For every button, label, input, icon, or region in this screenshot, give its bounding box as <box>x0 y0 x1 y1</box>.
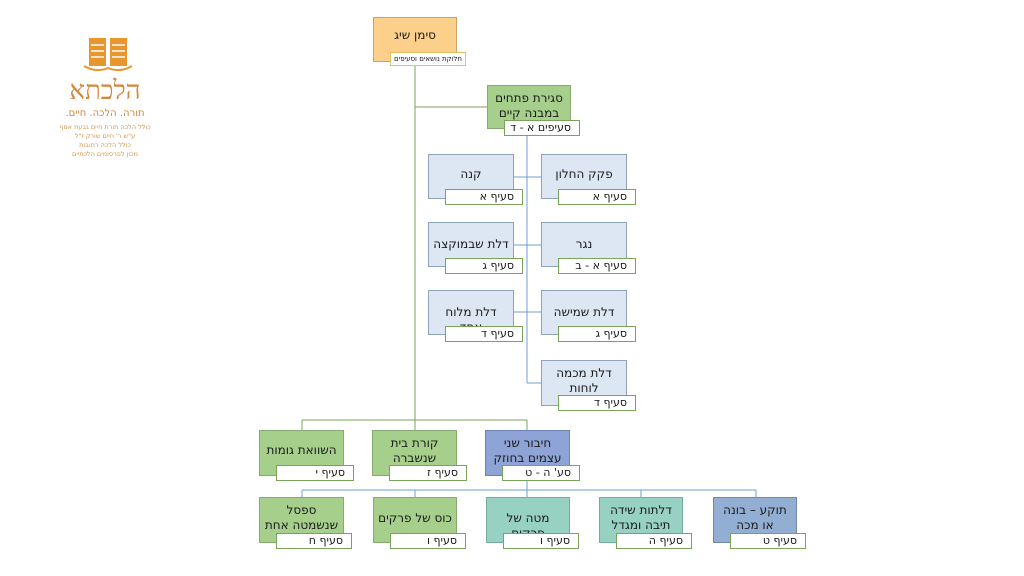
node-title: דלת שמישה <box>553 305 615 319</box>
node-inserting[interactable]: תוקע – בונה או מכה בפטיש סעיף ט <box>713 497 806 549</box>
node-reed[interactable]: קנה סעיף א <box>428 154 523 205</box>
node-title: השוואת גומות <box>266 443 337 457</box>
node-joining-objects[interactable]: חיבור שני עצמים בחוזק סע' ה - ט <box>485 430 580 481</box>
node-chest-doors[interactable]: דלתות שידה תיבה ומגדל סעיף ה <box>599 497 692 549</box>
node-subtitle: חלוקת נושאים וסעיפים <box>390 52 466 66</box>
node-subtitle: סעיף ו <box>503 533 579 549</box>
node-jointed-cup[interactable]: כוס של פרקים סעיף ו <box>373 497 466 549</box>
logo-tagline: תורה. הלכה. חיים. <box>65 108 145 119</box>
node-title: דלתות שידה תיבה ומגדל <box>610 503 672 532</box>
logo-lines: כולל הלכה תורת חיים גבעת אסף ע"ש ר' חיים… <box>30 123 180 159</box>
node-subtitle: סעיף ד <box>558 395 636 411</box>
node-single-plank-door[interactable]: דלת מלוח אחד סעיף ד <box>428 290 523 342</box>
book-icon <box>83 38 133 72</box>
node-subtitle: סעיף ג <box>445 258 523 274</box>
node-subtitle: סעיף ט <box>730 533 806 549</box>
node-title: דלת שבמוקצה <box>433 237 509 251</box>
node-title: חיבור שני עצמים בחוזק <box>493 436 562 465</box>
node-title: קנה <box>460 167 482 181</box>
node-subtitle: סעיף ו <box>390 533 466 549</box>
logo-line: מכון לפרסומים הלכתיים <box>72 150 138 158</box>
node-usable-door[interactable]: דלת שמישה סעיף ג <box>541 290 636 342</box>
logo-line: כולל הלכה תורת חיים גבעת אסף <box>59 123 151 131</box>
logo-line: כולל הלכה רחובות <box>79 141 131 149</box>
node-title: קורת בית שנשברה <box>390 436 439 465</box>
node-subtitle: סעיף א - ב <box>558 258 636 274</box>
node-jointed-bed[interactable]: מטה של פרקים סעיף ו <box>486 497 579 549</box>
node-title: דלת מכמה לוחות <box>556 366 612 395</box>
node-root[interactable]: סימן שיג חלוקת נושאים וסעיפים <box>373 17 466 66</box>
node-subtitle: סעיף ג <box>558 326 636 342</box>
node-subtitle: סעיפים א - ד <box>504 120 580 136</box>
node-broken-beam[interactable]: קורת בית שנשברה סעיף ז <box>372 430 467 481</box>
node-subtitle: סעיף ה <box>616 533 692 549</box>
node-title: סימן שיג <box>394 28 436 42</box>
node-leveling-pits[interactable]: השוואת גומות סעיף י <box>259 430 354 481</box>
node-multi-plank-door[interactable]: דלת מכמה לוחות סעיף ד <box>541 360 636 411</box>
node-subtitle: סעיף א <box>445 189 523 205</box>
logo-brand: הלכתא <box>69 76 141 106</box>
logo: הלכתא תורה. הלכה. חיים. כולל הלכה תורת ח… <box>30 28 180 163</box>
node-subtitle: סעיף ז <box>389 465 467 481</box>
node-subtitle: סע' ה - ט <box>502 465 580 481</box>
node-bench-leg[interactable]: ספסל שנשמטה אחת מרגליו סעיף ח <box>259 497 352 549</box>
node-subtitle: סעיף י <box>276 465 354 481</box>
node-subtitle: סעיף א <box>558 189 636 205</box>
node-bolt[interactable]: נגר סעיף א - ב <box>541 222 636 274</box>
node-subtitle: סעיף ח <box>276 533 352 549</box>
logo-line: ע"ש ר' חיים שורק ז"ל <box>74 132 136 140</box>
node-title: כוס של פרקים <box>378 511 452 525</box>
node-window-plug[interactable]: פקק החלון סעיף א <box>541 154 636 205</box>
node-title: פקק החלון <box>555 167 613 181</box>
node-subtitle: סעיף ד <box>445 326 523 342</box>
node-title: סגירת פתחים במבנה קיים <box>495 91 563 120</box>
node-title: נגר <box>575 237 593 251</box>
node-muktzeh-door[interactable]: דלת שבמוקצה סעיף ג <box>428 222 523 274</box>
node-closing-openings[interactable]: סגירת פתחים במבנה קיים סעיפים א - ד <box>487 85 580 136</box>
